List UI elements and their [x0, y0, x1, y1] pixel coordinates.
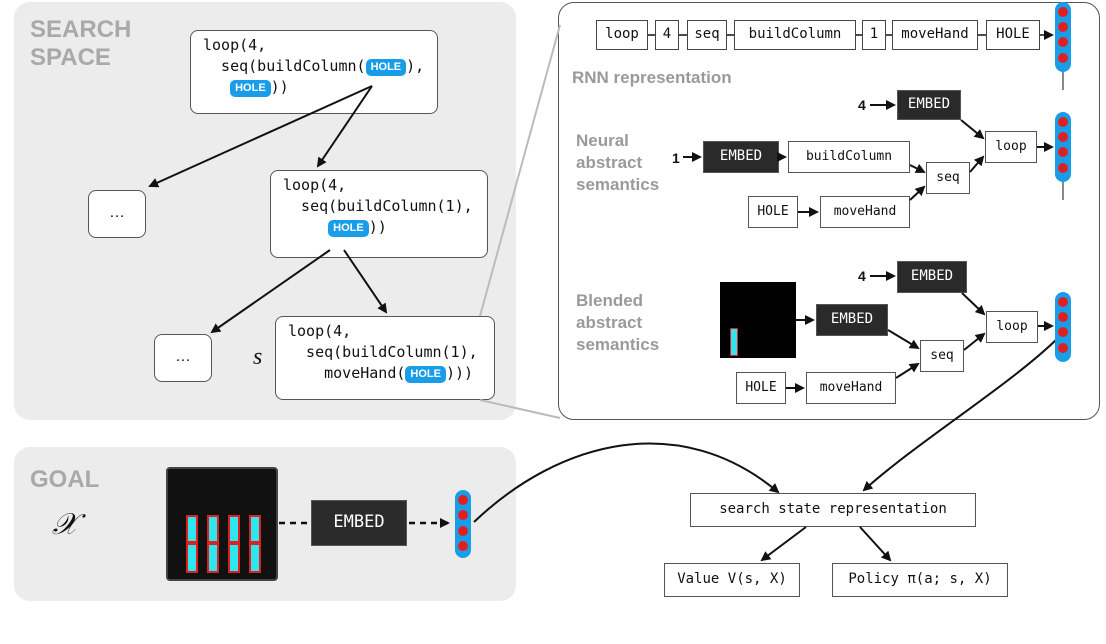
tree-edge [148, 85, 373, 188]
rnn-token: 4 [655, 20, 679, 50]
blended-label-line: abstract [576, 313, 643, 332]
rnn-token: seq [687, 20, 727, 50]
policy-output-box: Policy π(a; s, X) [832, 563, 1008, 597]
rnn-token: buildColumn [734, 20, 856, 50]
tree-edge [343, 249, 388, 314]
blended-embedding-vector [1055, 292, 1071, 362]
neural-embed-top: EMBED [897, 90, 961, 120]
goal-to-state-arrow [473, 442, 780, 523]
state-label: s [253, 344, 263, 370]
mid-line-2: seq(buildColumn(1), [283, 197, 473, 215]
leaf-line-3: moveHand(HOLE))) [288, 364, 474, 383]
neural-loop-node: loop [985, 131, 1037, 163]
leaf-line-1: loop(4, [288, 322, 352, 340]
state-to-value-arrow [760, 526, 807, 562]
root-program-node: loop(4, seq(buildColumn(HOLE), HOLE)) [190, 30, 438, 114]
neural-label-line: Neural [576, 131, 629, 150]
goal-title: GOAL [30, 466, 100, 493]
hole-token: HOLE [230, 80, 271, 97]
goal-bar-bottom [186, 543, 198, 573]
search-space-title: SEARCH SPACE [30, 16, 131, 72]
goal-image [166, 467, 278, 581]
blended-embed-top: EMBED [897, 261, 967, 293]
neural-input-1: 1 [672, 150, 680, 166]
root-line-2: seq(buildColumn(HOLE), [203, 57, 425, 76]
blended-arrow [963, 332, 986, 351]
blended-movehand-node: moveHand [806, 372, 896, 404]
search-space-title-line2: SPACE [30, 44, 111, 71]
zoom-connector-bottom [479, 399, 561, 419]
image-bar [730, 328, 738, 356]
value-output-box: Value V(s, X) [664, 563, 800, 597]
blended-hole-node: HOLE [736, 372, 786, 404]
blended-label-line: semantics [576, 335, 660, 354]
goal-bar-top [207, 515, 219, 543]
neural-arrow [960, 119, 985, 140]
mid-program-node: loop(4, seq(buildColumn(1), HOLE)) [270, 170, 488, 258]
ellipsis-node-1: … [88, 190, 146, 238]
goal-embedding-vector [455, 490, 471, 558]
neural-input-4: 4 [858, 97, 866, 113]
zoom-connector-top [479, 24, 561, 317]
rnn-token: loop [596, 20, 648, 50]
tree-edge [316, 85, 373, 168]
search-space-title-line1: SEARCH [30, 16, 132, 43]
ellipsis-node-2: … [154, 334, 212, 382]
neural-semantics-label: Neural abstract semantics [576, 130, 659, 196]
blended-arrow [961, 292, 986, 316]
neural-label-line: semantics [576, 175, 660, 194]
goal-bar-bottom [207, 543, 219, 573]
neural-hole-node: HOLE [748, 196, 798, 228]
neural-label-line: abstract [576, 153, 643, 172]
tree-edge [210, 249, 331, 334]
program-to-state-arrow [862, 337, 1059, 492]
neural-arrow [909, 185, 926, 201]
blended-label-line: Blended [576, 291, 644, 310]
mid-line-1: loop(4, [283, 176, 347, 194]
neural-arrow [909, 163, 926, 173]
goal-embed: EMBED [311, 500, 407, 546]
blended-seq-node: seq [920, 340, 964, 372]
rnn-token: 1 [862, 20, 886, 50]
rnn-embedding-vector [1055, 2, 1071, 90]
state-to-policy-arrow [859, 526, 892, 562]
hole-token: HOLE [365, 59, 407, 76]
blended-arrow [895, 362, 920, 379]
hole-token: HOLE [405, 366, 446, 383]
rnn-token: moveHand [892, 20, 978, 50]
blended-semantics-label: Blended abstract semantics [576, 290, 659, 356]
hole-token: HOLE [328, 220, 369, 237]
rnn-token: HOLE [986, 20, 1040, 50]
blended-loop-node: loop [986, 311, 1038, 343]
neural-seq-node: seq [926, 162, 970, 194]
leaf-line-2: seq(buildColumn(1), [288, 343, 478, 361]
neural-embed-left: EMBED [703, 141, 779, 173]
neural-embedding-vector [1055, 112, 1071, 200]
blended-partial-image [720, 282, 796, 358]
rnn-representation-label: RNN representation [572, 68, 732, 87]
neural-buildcolumn-node: buildColumn [788, 141, 910, 173]
blended-arrow [887, 329, 920, 350]
goal-bar-top [186, 515, 198, 543]
neural-arrow [969, 155, 985, 173]
search-state-representation-box: search state representation [690, 493, 976, 527]
blended-embed-image: EMBED [816, 304, 888, 336]
neural-movehand-node: moveHand [820, 196, 910, 228]
goal-bar-top [249, 515, 261, 543]
goal-bar-bottom [249, 543, 261, 573]
root-line-3: HOLE)) [203, 77, 425, 98]
blended-input-4: 4 [858, 268, 866, 284]
goal-bar-bottom [228, 543, 240, 573]
goal-bar-top [228, 515, 240, 543]
goal-symbol: 𝒳 [52, 508, 78, 541]
root-line-1: loop(4, [203, 36, 267, 54]
leaf-program-node: loop(4, seq(buildColumn(1), moveHand(HOL… [275, 316, 495, 400]
mid-line-3: HOLE)) [283, 217, 475, 238]
